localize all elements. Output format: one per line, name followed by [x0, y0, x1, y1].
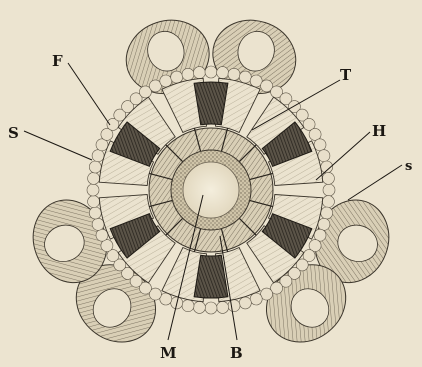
label-M: M	[160, 344, 177, 362]
frill-bump	[205, 66, 217, 78]
frill-bump	[89, 207, 101, 219]
frill-bump	[314, 139, 326, 151]
frill-bump	[193, 67, 205, 79]
frill-bump	[250, 293, 262, 305]
frill-bump	[217, 67, 229, 79]
frill-bump	[322, 172, 334, 184]
frill-bump	[87, 184, 99, 196]
frill-bump	[228, 300, 240, 312]
frill-bump	[88, 172, 100, 184]
frill-bump	[160, 75, 172, 87]
leader-F	[68, 63, 110, 125]
frill-bump	[322, 196, 334, 208]
frill-bump	[88, 196, 100, 208]
frill-bump	[318, 218, 330, 230]
frill-bump	[318, 150, 330, 162]
frill-bump	[239, 297, 251, 309]
label-T: T	[340, 66, 352, 84]
frill-bump	[217, 301, 229, 313]
frill-bump	[92, 218, 104, 230]
label-F: F	[52, 52, 63, 70]
leader-S	[24, 131, 92, 160]
label-B: B	[230, 344, 243, 362]
label-s: s	[405, 159, 412, 174]
label-S: S	[8, 124, 19, 142]
frill-bump	[228, 68, 240, 80]
label-H: H	[372, 122, 386, 140]
frill-bump	[182, 300, 194, 312]
frill-bump	[193, 301, 205, 313]
frill-bump	[171, 71, 183, 83]
frill-bump	[205, 302, 217, 314]
frill-bump	[323, 184, 335, 196]
leader-s	[348, 165, 402, 200]
frill-bump	[89, 161, 101, 173]
frill-bump	[321, 207, 333, 219]
frill-bump	[239, 71, 251, 83]
frill-bump	[96, 229, 108, 241]
frill-bump	[92, 150, 104, 162]
frill-bump	[182, 68, 194, 80]
mouth-opening	[183, 162, 239, 218]
